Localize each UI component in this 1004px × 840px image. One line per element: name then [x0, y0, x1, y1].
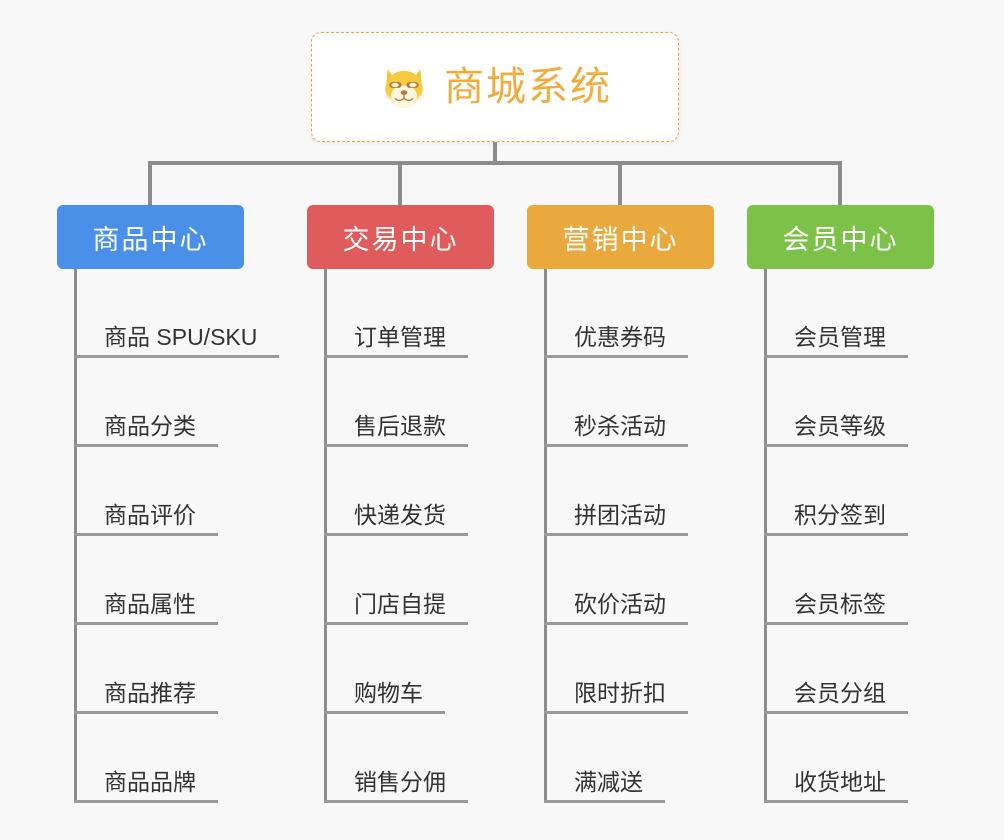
leaf-label: 商品推荐 — [74, 680, 218, 714]
root-node[interactable]: 商城系统 — [311, 32, 679, 142]
category-label: 会员中心 — [782, 224, 899, 255]
leaf-label: 会员等级 — [764, 413, 908, 447]
category-label: 交易中心 — [342, 224, 459, 255]
dog-face-icon — [385, 69, 423, 109]
leaf-list: 会员管理 会员等级 积分签到 会员标签 会员分组 收货地址 — [764, 269, 908, 803]
connector-root-stem — [493, 142, 497, 164]
connector-horizontal-bus — [150, 161, 841, 165]
column-spine — [764, 269, 767, 803]
leaf-item[interactable]: 订单管理 — [324, 269, 468, 358]
leaf-label: 商品评价 — [74, 502, 218, 536]
leaf-label: 商品分类 — [74, 413, 218, 447]
root-title: 商城系统 — [444, 65, 612, 109]
leaf-item[interactable]: 秒杀活动 — [544, 358, 688, 447]
leaf-item[interactable]: 限时折扣 — [544, 625, 688, 714]
leaf-label: 销售分佣 — [324, 769, 468, 803]
leaf-label: 售后退款 — [324, 413, 468, 447]
leaf-label: 积分签到 — [764, 502, 908, 536]
leaf-item[interactable]: 优惠券码 — [544, 269, 688, 358]
leaf-label: 会员管理 — [764, 324, 908, 358]
leaf-label: 门店自提 — [324, 591, 468, 625]
category-header-trade-center[interactable]: 交易中心 — [307, 205, 494, 269]
leaf-label: 商品属性 — [74, 591, 218, 625]
leaf-label: 限时折扣 — [544, 680, 688, 714]
leaf-item[interactable]: 售后退款 — [324, 358, 468, 447]
column-product-center: 商品中心 商品 SPU/SKU 商品分类 商品评价 商品属性 商品推荐 商品品牌 — [57, 205, 280, 803]
leaf-label: 订单管理 — [324, 324, 468, 358]
leaf-item[interactable]: 会员等级 — [764, 358, 908, 447]
connector-drop-2 — [398, 161, 402, 205]
leaf-list: 优惠券码 秒杀活动 拼团活动 砍价活动 限时折扣 满减送 — [544, 269, 688, 803]
leaf-item[interactable]: 砍价活动 — [544, 536, 688, 625]
leaf-item[interactable]: 商品评价 — [74, 447, 279, 536]
category-header-marketing-center[interactable]: 营销中心 — [527, 205, 714, 269]
leaf-item[interactable]: 会员分组 — [764, 625, 908, 714]
leaf-list: 订单管理 售后退款 快递发货 门店自提 购物车 销售分佣 — [324, 269, 468, 803]
leaf-item[interactable]: 销售分佣 — [324, 714, 468, 803]
category-label: 营销中心 — [562, 224, 679, 255]
leaf-label: 拼团活动 — [544, 502, 688, 536]
leaf-list: 商品 SPU/SKU 商品分类 商品评价 商品属性 商品推荐 商品品牌 — [74, 269, 280, 803]
leaf-item[interactable]: 会员管理 — [764, 269, 908, 358]
leaf-item[interactable]: 拼团活动 — [544, 447, 688, 536]
leaf-label: 收货地址 — [764, 769, 908, 803]
leaf-label: 秒杀活动 — [544, 413, 688, 447]
leaf-item[interactable]: 商品 SPU/SKU — [74, 269, 280, 358]
leaf-item[interactable]: 商品分类 — [74, 358, 279, 447]
leaf-item[interactable]: 满减送 — [544, 714, 688, 803]
column-spine — [74, 269, 77, 803]
leaf-item[interactable]: 积分签到 — [764, 447, 908, 536]
connector-drop-1 — [148, 161, 152, 205]
column-member-center: 会员中心 会员管理 会员等级 积分签到 会员标签 会员分组 收货地址 — [747, 205, 934, 803]
column-marketing-center: 营销中心 优惠券码 秒杀活动 拼团活动 砍价活动 限时折扣 满减送 — [527, 205, 714, 803]
leaf-label: 快递发货 — [324, 502, 468, 536]
category-label: 商品中心 — [92, 224, 209, 255]
category-header-member-center[interactable]: 会员中心 — [747, 205, 934, 269]
leaf-item[interactable]: 快递发货 — [324, 447, 468, 536]
leaf-item[interactable]: 门店自提 — [324, 536, 468, 625]
leaf-item[interactable]: 商品推荐 — [74, 625, 279, 714]
leaf-label: 会员标签 — [764, 591, 908, 625]
leaf-label: 商品品牌 — [74, 769, 218, 803]
column-spine — [324, 269, 327, 803]
leaf-item[interactable]: 会员标签 — [764, 536, 908, 625]
leaf-item[interactable]: 商品属性 — [74, 536, 279, 625]
leaf-label: 砍价活动 — [544, 591, 688, 625]
leaf-label: 满减送 — [544, 769, 665, 803]
category-header-product-center[interactable]: 商品中心 — [57, 205, 244, 269]
leaf-label: 优惠券码 — [544, 324, 688, 358]
leaf-label: 购物车 — [324, 680, 445, 714]
leaf-label: 商品 SPU/SKU — [74, 324, 280, 358]
leaf-label: 会员分组 — [764, 680, 908, 714]
column-trade-center: 交易中心 订单管理 售后退款 快递发货 门店自提 购物车 销售分佣 — [307, 205, 494, 803]
connector-drop-3 — [618, 161, 622, 205]
leaf-item[interactable]: 商品品牌 — [74, 714, 279, 803]
leaf-item[interactable]: 购物车 — [324, 625, 468, 714]
column-spine — [544, 269, 547, 803]
connector-drop-4 — [838, 161, 842, 205]
leaf-item[interactable]: 收货地址 — [764, 714, 908, 803]
